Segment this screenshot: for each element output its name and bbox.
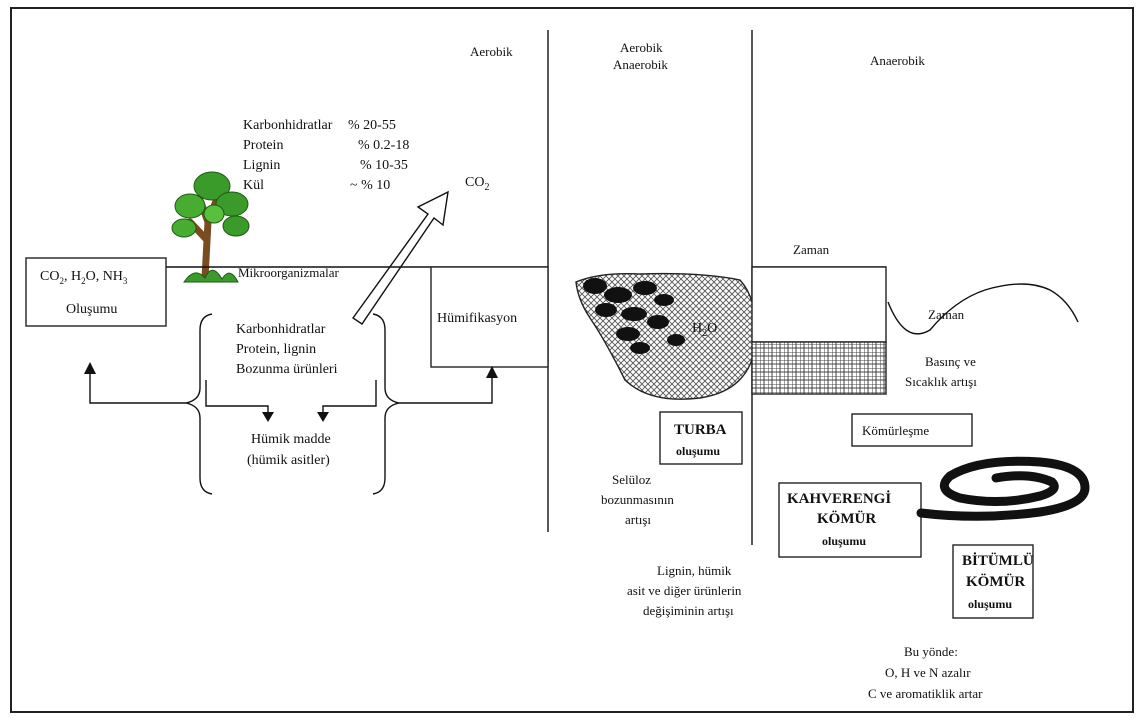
microorganisms-label: Mikroorganizmalar bbox=[238, 265, 340, 280]
composition-name-1: Protein bbox=[243, 138, 283, 153]
decomposition-line1: Karbonhidratlar bbox=[236, 322, 326, 337]
products-line2: Oluşumu bbox=[66, 302, 117, 317]
time-label-1: Zaman bbox=[793, 242, 830, 257]
left-brace bbox=[185, 313, 213, 495]
cellulose-line1: Selüloz bbox=[612, 472, 651, 487]
pressure-line1: Basınç ve bbox=[925, 354, 976, 369]
decomposition-line2: Protein, lignin bbox=[236, 342, 316, 357]
composition-value-1: % 0.2-18 bbox=[358, 138, 409, 153]
down-connector-left bbox=[205, 380, 269, 414]
bituminous-box bbox=[952, 544, 1034, 619]
down-arrowhead-left bbox=[262, 412, 274, 422]
cellulose-line3: artışı bbox=[625, 512, 651, 527]
decomposition-line3: Bozunma ürünleri bbox=[236, 362, 338, 377]
coal-spiral bbox=[916, 456, 1090, 521]
products-line1: CO2, H2O, NH3 bbox=[40, 269, 128, 286]
composition-value-0: % 20-55 bbox=[348, 118, 396, 133]
down-connector-right bbox=[322, 380, 377, 414]
co2-arrow bbox=[352, 190, 449, 325]
composition-name-2: Lignin bbox=[243, 158, 280, 173]
pressure-line2: Sıcaklık artışı bbox=[905, 374, 977, 389]
compaction-block bbox=[751, 341, 887, 395]
zone-aerobic: Aerobik bbox=[470, 44, 513, 59]
right-brace bbox=[372, 313, 400, 495]
cellulose-line2: bozunmasının bbox=[601, 492, 674, 507]
lignin-line2: asit ve diğer ürünlerin bbox=[627, 583, 742, 598]
tree-icon bbox=[171, 171, 250, 283]
co2-label: CO2 bbox=[465, 175, 489, 193]
h2o-label: H2O bbox=[692, 321, 717, 339]
right-arrowhead bbox=[486, 366, 498, 378]
coalification-box bbox=[851, 413, 973, 447]
diagram-frame bbox=[10, 7, 1134, 713]
brown-coal-box bbox=[778, 482, 922, 558]
direction-line1: Bu yönde: bbox=[904, 644, 958, 659]
peat-line1: TURBA bbox=[674, 422, 727, 438]
zone-anaerobic: Anaerobik bbox=[870, 53, 925, 68]
wavy-line bbox=[887, 283, 1079, 335]
peat-dark-patches bbox=[583, 278, 685, 354]
zone-aerobic-anaerobic-2: Anaerobik bbox=[613, 57, 668, 72]
products-box bbox=[25, 257, 167, 327]
peat-line2: oluşumu bbox=[676, 444, 720, 458]
composition-value-3: ~ % 10 bbox=[350, 178, 390, 193]
direction-line3: C ve aromatiklik artar bbox=[868, 686, 983, 701]
time-box bbox=[751, 266, 887, 343]
humic-line2: (hümik asitler) bbox=[247, 453, 330, 468]
composition-name-0: Karbonhidratlar bbox=[243, 118, 333, 133]
humification-box bbox=[430, 266, 549, 368]
composition-name-3: Kül bbox=[243, 178, 264, 193]
composition-value-2: % 10-35 bbox=[360, 158, 408, 173]
bituminous-line1: BİTÜMLÜ bbox=[962, 552, 1034, 569]
right-connector bbox=[399, 376, 493, 404]
lignin-line1: Lignin, hümik bbox=[657, 563, 732, 578]
time-label-2: Zaman bbox=[928, 307, 965, 322]
lignin-line3: değişiminin artışı bbox=[643, 603, 734, 618]
humification-label: Hümifikasyon bbox=[437, 311, 517, 326]
coalification-label: Kömürleşme bbox=[862, 423, 929, 438]
zone-aerobic-anaerobic-1: Aerobik bbox=[620, 40, 663, 55]
bituminous-line3: oluşumu bbox=[968, 597, 1012, 611]
left-connector bbox=[89, 372, 186, 404]
left-arrowhead bbox=[84, 362, 96, 374]
peat-box bbox=[659, 411, 743, 465]
down-arrowhead-right bbox=[317, 412, 329, 422]
bituminous-line2: KÖMÜR bbox=[966, 573, 1025, 590]
humic-line1: Hümik madde bbox=[251, 432, 331, 447]
direction-line2: O, H ve N azalır bbox=[885, 665, 971, 680]
peat-blob bbox=[575, 272, 757, 400]
brown-coal-line2: KÖMÜR bbox=[817, 510, 876, 527]
composition-table: Karbonhidratlar % 20-55 Protein % 0.2-18… bbox=[243, 118, 409, 193]
brown-coal-line3: oluşumu bbox=[822, 534, 866, 548]
brown-coal-line1: KAHVERENGİ bbox=[787, 490, 891, 507]
